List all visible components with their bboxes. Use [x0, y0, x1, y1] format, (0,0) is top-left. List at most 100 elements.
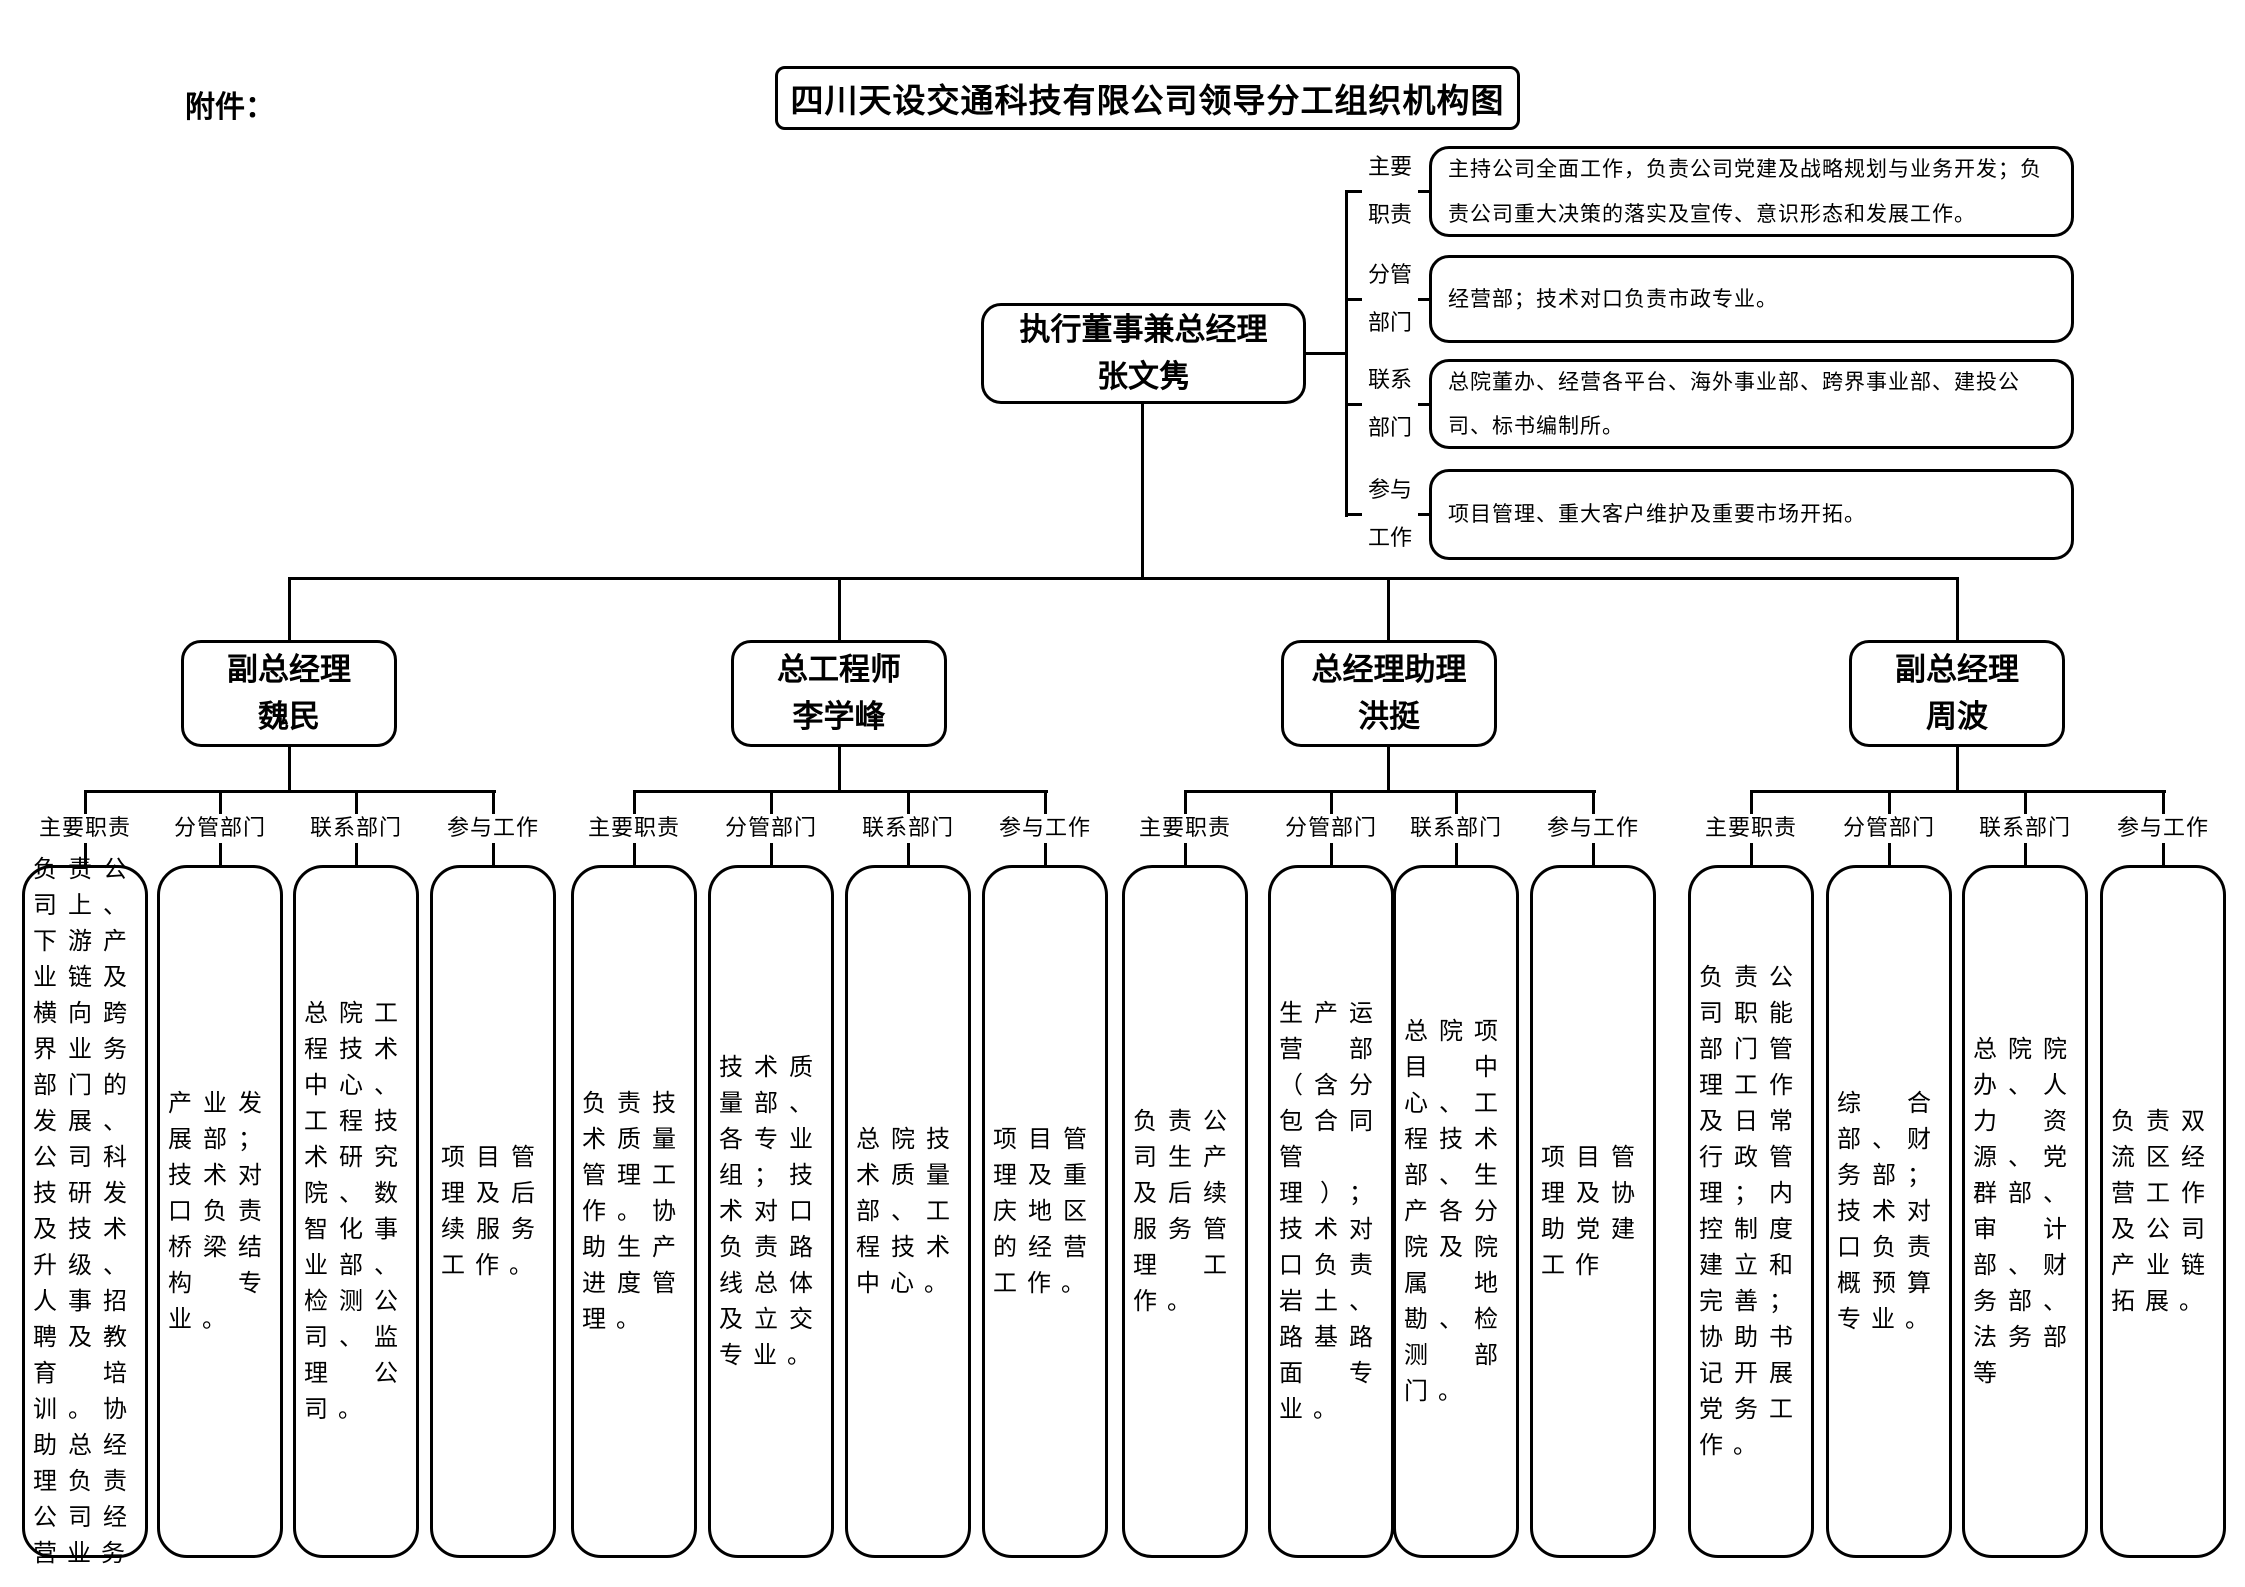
leader-title: 副总经理	[227, 652, 351, 687]
duty-text: 总院项目中心、工程技术部、生产各分院及院属地勘、检测部门。	[1404, 1018, 1508, 1405]
column-label: 参与工作	[995, 814, 1095, 843]
duty-box: 总院工程技术中心、工程技术研究院、数智化事业部、检测公司、监理公司。	[293, 865, 419, 1558]
ceo-main-duty-box: 主持公司全面工作，负责公司党建及战略规划与业务开发；负责公司重大决策的落实及宣传…	[1429, 146, 2074, 237]
connector-line	[1956, 747, 1959, 790]
duty-box: 生产运营部（含分包合同管理）；技术对口负责岩土、路基路面专业。	[1268, 865, 1394, 1558]
duty-text: 项目管理及重庆地区的经营工作。	[993, 1126, 1097, 1297]
duty-text: 总院工程技术中心、工程技术研究院、数智化事业部、检测公司、监理公司。	[304, 1000, 408, 1423]
duty-box: 综合部、财务部；技术对口负责概预算专业。	[1826, 865, 1952, 1558]
branch-label-line: 部门	[1367, 413, 1412, 442]
column-label: 主要职责	[584, 814, 684, 843]
duty-text: 负责双流区经营工作及公司产业链拓展。	[2111, 1108, 2215, 1315]
leader-name: 周波	[1926, 698, 1988, 734]
ceo-branch-label-managed-depts: 分管 部门	[1362, 261, 1418, 337]
ceo-managed-depts-box: 经营部；技术对口负责市政专业。	[1429, 255, 2074, 343]
duty-text: 总院院办、人力资源、党群部、审计部、财务部、法务部等	[1973, 1036, 2077, 1387]
connector-line	[1141, 404, 1144, 577]
connector-line	[288, 747, 291, 790]
duty-text: 技术质量部、各专业组；技术对口负责路线总体及立交专业。	[719, 1054, 823, 1369]
column-label: 分管部门	[721, 814, 821, 843]
duty-box: 项目管理及重庆地区的经营工作。	[982, 865, 1108, 1558]
branch-label-line: 工作	[1367, 523, 1412, 552]
ceo-liaison-depts-box: 总院董办、经营各平台、海外事业部、跨界事业部、建投公司、标书编制所。	[1429, 359, 2074, 449]
attachment-label: 附件：	[185, 91, 275, 124]
duty-box: 项目管理及协助党建工作	[1530, 865, 1656, 1558]
duty-box: 总院院办、人力资源、党群部、审计部、财务部、法务部等	[1962, 865, 2088, 1558]
connector-line	[1185, 790, 1596, 793]
duty-text: 负责技术质量管理工作。协助生产进度管理。	[582, 1090, 686, 1333]
branch-label-line: 职责	[1367, 200, 1412, 229]
leader-box-weimin: 副总经理 魏民	[181, 640, 397, 747]
leader-box-hongting: 总经理助理 洪挺	[1281, 640, 1497, 747]
connector-line	[288, 577, 1959, 580]
column-label: 分管部门	[170, 814, 270, 843]
column-label: 参与工作	[443, 814, 543, 843]
connector-line	[1387, 577, 1390, 640]
duty-box: 项目管理及后续服务工作。	[430, 865, 556, 1558]
column-label: 参与工作	[2113, 814, 2213, 843]
connector-line	[1345, 191, 1348, 517]
duty-text: 项目管理及协助党建工作	[1541, 1144, 1645, 1279]
duty-text: 负责公司职能部门管理工作及日常行政管理；内控制度建立和完善；协助书记开展党务工作…	[1699, 964, 1803, 1459]
ceo-managed-depts-text: 经营部；技术对口负责市政专业。	[1448, 286, 1778, 311]
branch-label-line: 部门	[1367, 308, 1412, 337]
chart-title-box: 四川天设交通科技有限公司领导分工组织机构图	[775, 66, 1520, 130]
connector-line	[288, 577, 291, 640]
duty-box: 负责公司生产及后续服务管理工作。	[1122, 865, 1248, 1558]
connector-line	[1306, 352, 1346, 355]
duty-box: 负责公司职能部门管理工作及日常行政管理；内控制度建立和完善；协助书记开展党务工作…	[1688, 865, 1814, 1558]
ceo-box: 执行董事兼总经理 张文隽	[981, 303, 1306, 404]
column-label: 主要职责	[1701, 814, 1801, 843]
branch-label-line: 分管	[1367, 261, 1412, 290]
leader-name: 洪挺	[1358, 698, 1420, 734]
duty-box: 负责双流区经营工作及公司产业链拓展。	[2100, 865, 2226, 1558]
column-label: 联系部门	[1406, 814, 1506, 843]
ceo-participates-box: 项目管理、重大客户维护及重要市场开拓。	[1429, 469, 2074, 560]
duty-text: 总院技术质量部、工程技术中心。	[856, 1126, 960, 1297]
duty-text: 项目管理及后续服务工作。	[441, 1144, 545, 1279]
leader-box-zhoubo: 副总经理 周波	[1849, 640, 2065, 747]
branch-label-line: 主要	[1367, 153, 1412, 182]
duty-text: 负责公司生产及后续服务管理工作。	[1133, 1108, 1237, 1315]
duty-box: 产业发展部；技术对口负责桥梁结构专业。	[157, 865, 283, 1558]
duty-box: 负责公司上、下游产业链及横向跨界业务部门的发展、公司科技研发及技术升级、人事招聘…	[22, 857, 148, 1567]
column-label: 分管部门	[1839, 814, 1939, 843]
connector-line	[838, 747, 841, 790]
branch-label-line: 联系	[1367, 366, 1412, 395]
ceo-branch-label-participates: 参与 工作	[1362, 476, 1418, 552]
duty-text: 负责公司上、下游产业链及横向跨界业务部门的发展、公司科技研发及技术升级、人事招聘…	[33, 856, 137, 1567]
leader-name: 魏民	[258, 698, 320, 734]
leader-title: 总经理助理	[1311, 652, 1467, 687]
leader-name: 李学峰	[792, 698, 886, 734]
connector-line	[85, 790, 496, 793]
duty-box: 技术质量部、各专业组；技术对口负责路线总体及立交专业。	[708, 865, 834, 1558]
column-label: 联系部门	[306, 814, 406, 843]
leader-title: 副总经理	[1895, 652, 2019, 687]
column-label: 主要职责	[1135, 814, 1235, 843]
duty-box: 总院技术质量部、工程技术中心。	[845, 865, 971, 1558]
ceo-name: 张文隽	[1097, 358, 1190, 394]
leader-box-lixuefeng: 总工程师 李学峰	[731, 640, 947, 747]
leader-title: 总工程师	[777, 652, 901, 687]
duty-text: 综合部、财务部；技术对口负责概预算专业。	[1837, 1090, 1941, 1333]
connector-line	[634, 790, 1048, 793]
connector-line	[1751, 790, 2166, 793]
connector-line	[838, 577, 841, 640]
ceo-liaison-depts-text: 总院董办、经营各平台、海外事业部、跨界事业部、建投公司、标书编制所。	[1448, 369, 2020, 438]
column-label: 联系部门	[858, 814, 958, 843]
connector-line	[1387, 747, 1390, 790]
ceo-title: 执行董事兼总经理	[1019, 312, 1268, 347]
chart-title: 四川天设交通科技有限公司领导分工组织机构图	[790, 84, 1505, 120]
branch-label-line: 参与	[1367, 476, 1412, 505]
ceo-main-duty-text: 主持公司全面工作，负责公司党建及战略规划与业务开发；负责公司重大决策的落实及宣传…	[1448, 157, 2042, 226]
duty-box: 负责技术质量管理工作。协助生产进度管理。	[571, 865, 697, 1558]
ceo-participates-text: 项目管理、重大客户维护及重要市场开拓。	[1448, 502, 1866, 527]
duty-text: 产业发展部；技术对口负责桥梁结构专业。	[168, 1090, 272, 1333]
column-label: 参与工作	[1543, 814, 1643, 843]
ceo-branch-label-liaison-depts: 联系 部门	[1362, 366, 1418, 442]
connector-line	[1956, 577, 1959, 640]
column-label: 分管部门	[1281, 814, 1381, 843]
column-label: 主要职责	[35, 814, 135, 843]
column-label: 联系部门	[1975, 814, 2075, 843]
duty-text: 生产运营部（含分包合同管理）；技术对口负责岩土、路基路面专业。	[1279, 1000, 1383, 1423]
